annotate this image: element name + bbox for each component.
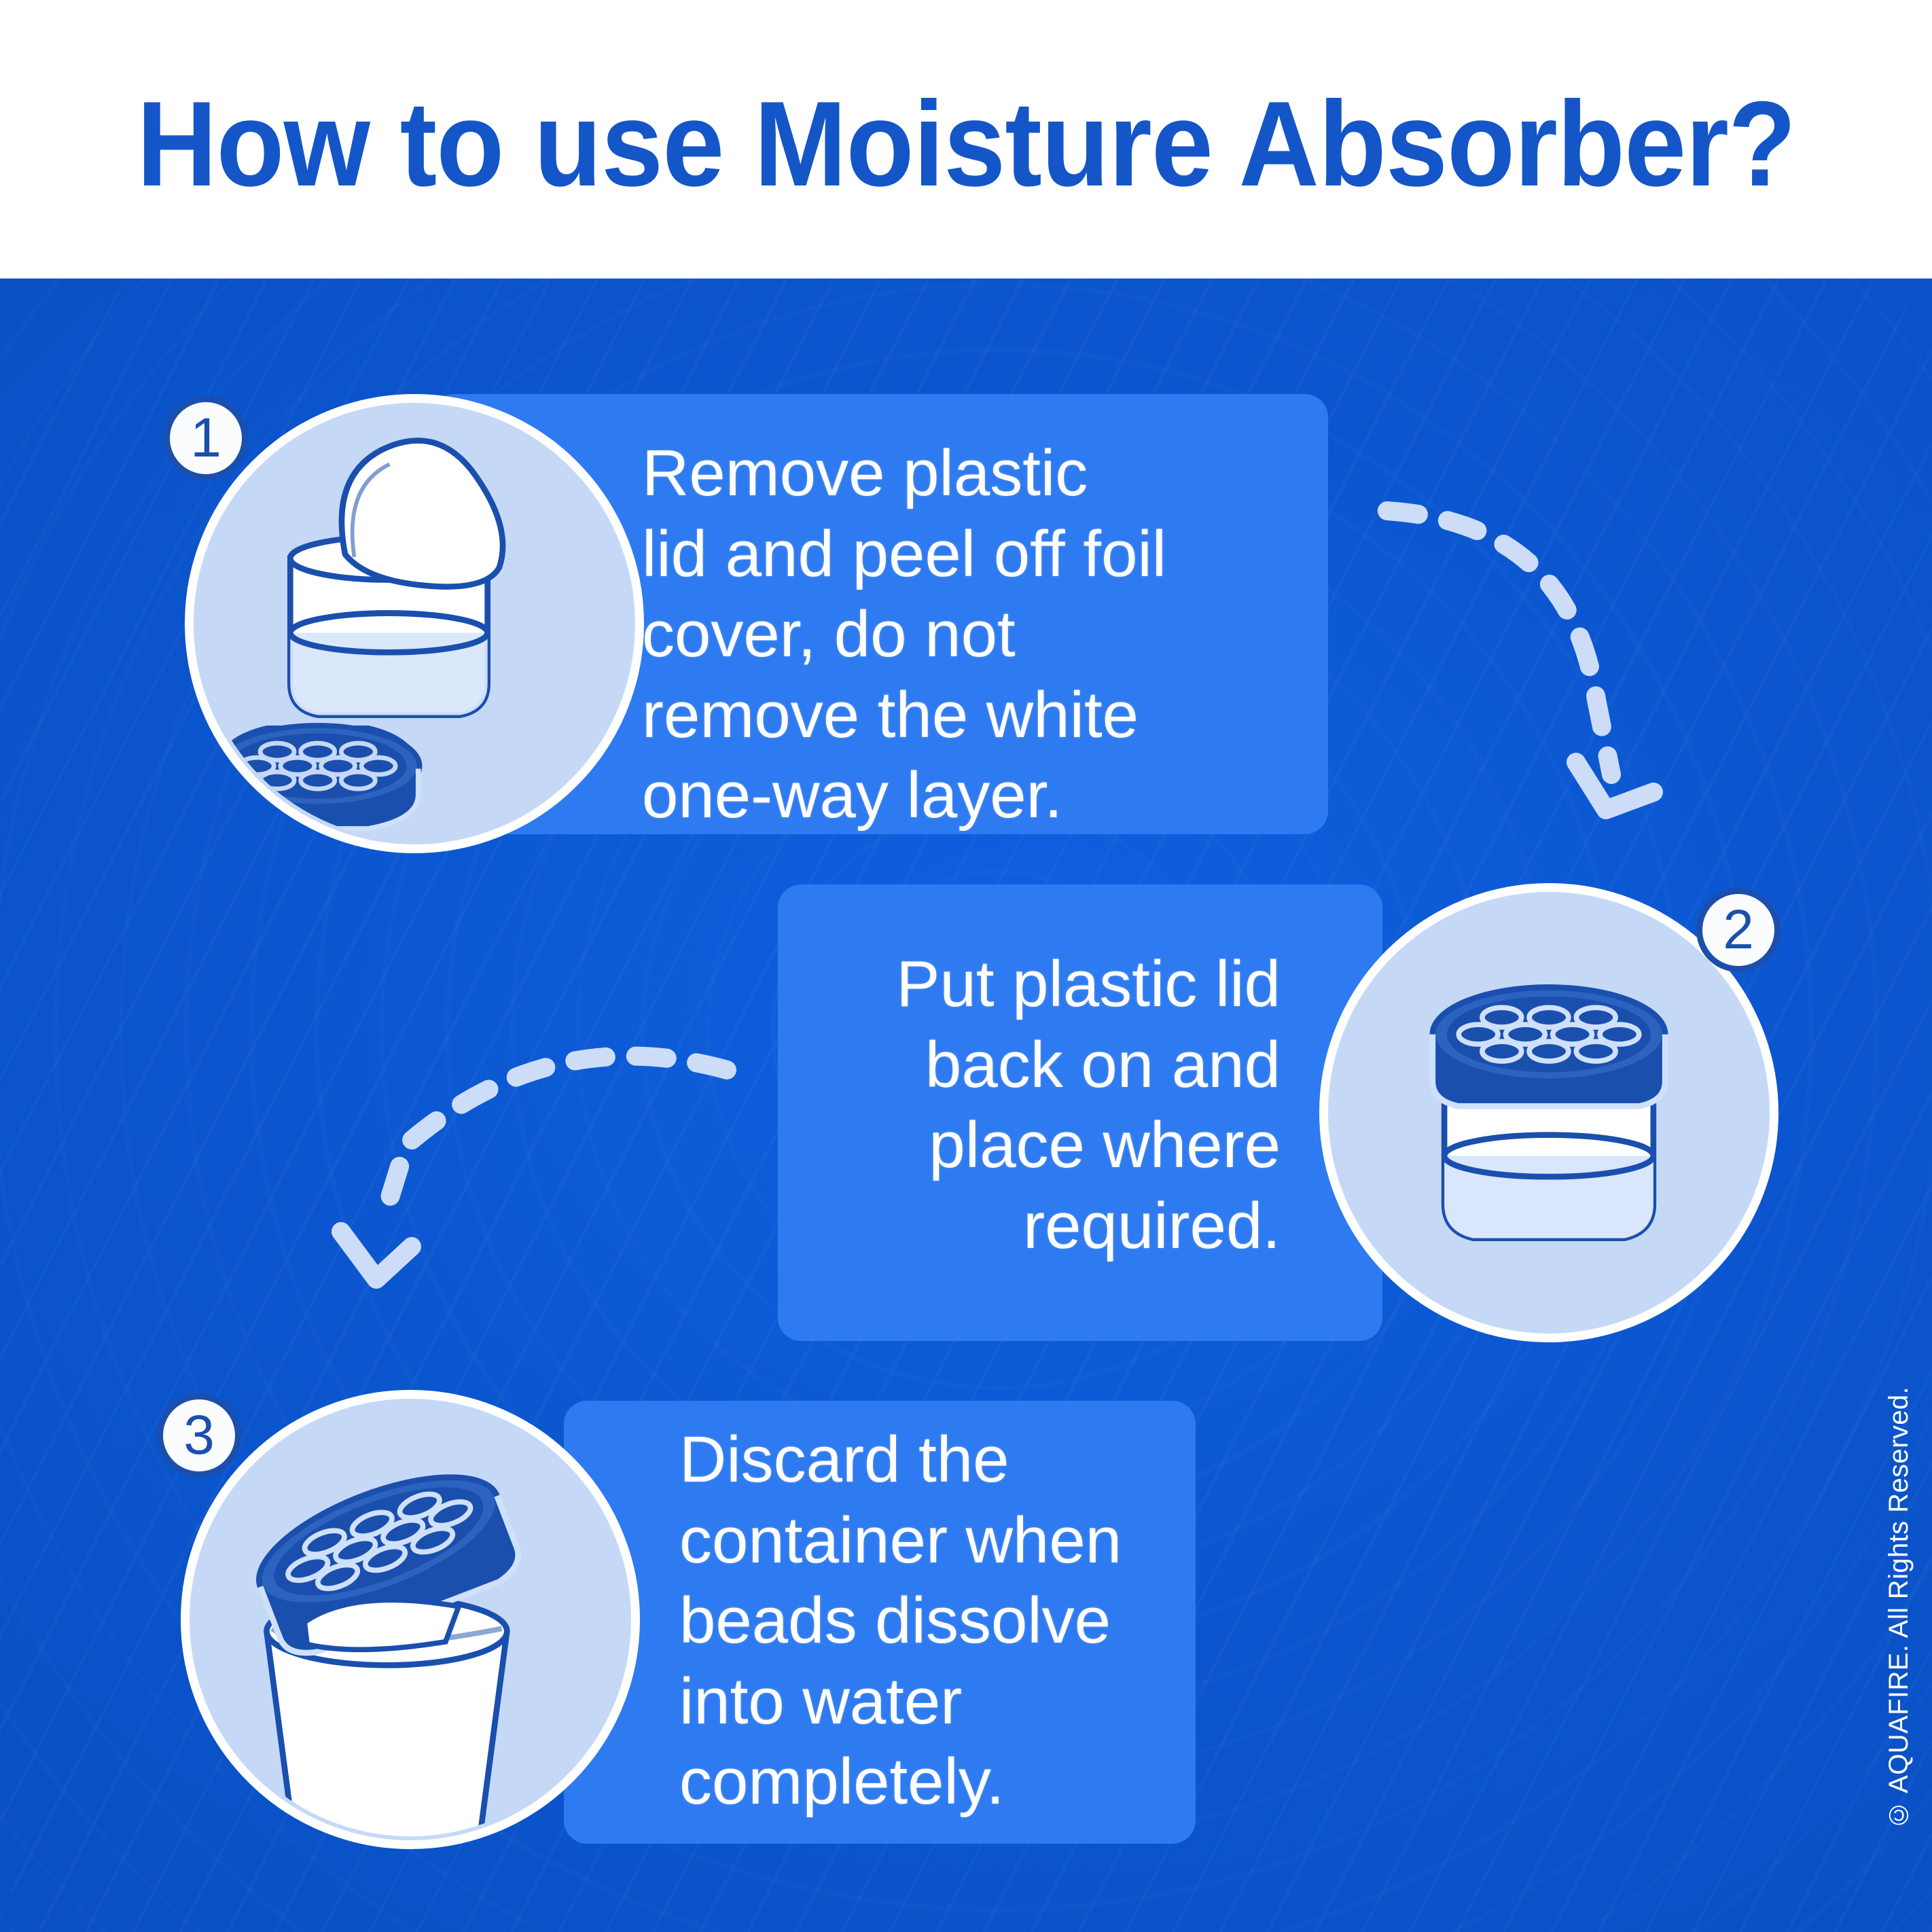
step-1-number-badge: 1: [164, 396, 248, 480]
page-title: How to use Moisture Absorber?: [136, 76, 1796, 211]
step-2-text: Put plastic lid back on and place where …: [896, 948, 1281, 1262]
copyright-notice: © AQUAFIRE. All Rights Reserved.: [1884, 1387, 1914, 1830]
step-3-number-badge: 3: [157, 1393, 241, 1478]
header-band: How to use Moisture Absorber?: [0, 0, 1932, 279]
step-2-illustration: [1429, 984, 1668, 1241]
step-3-illustration: [256, 1474, 522, 1837]
step-2-card: Put plastic lid back on and place where …: [778, 884, 1382, 1341]
step-2-illustration-circle: 2: [1319, 883, 1781, 1342]
step-2-number-badge: 2: [1696, 888, 1781, 972]
step-1-text: Remove plastic lid and peel off foil cov…: [642, 437, 1167, 832]
step-1-illustration-circle: 1: [164, 394, 644, 853]
step-3-text: Discard the container when beads dissolv…: [679, 1423, 1122, 1819]
step-3-card: Discard the container when beads dissolv…: [564, 1401, 1196, 1844]
step-3-illustration-circle: 3: [157, 1390, 640, 1849]
step-1-illustration: [213, 437, 506, 831]
